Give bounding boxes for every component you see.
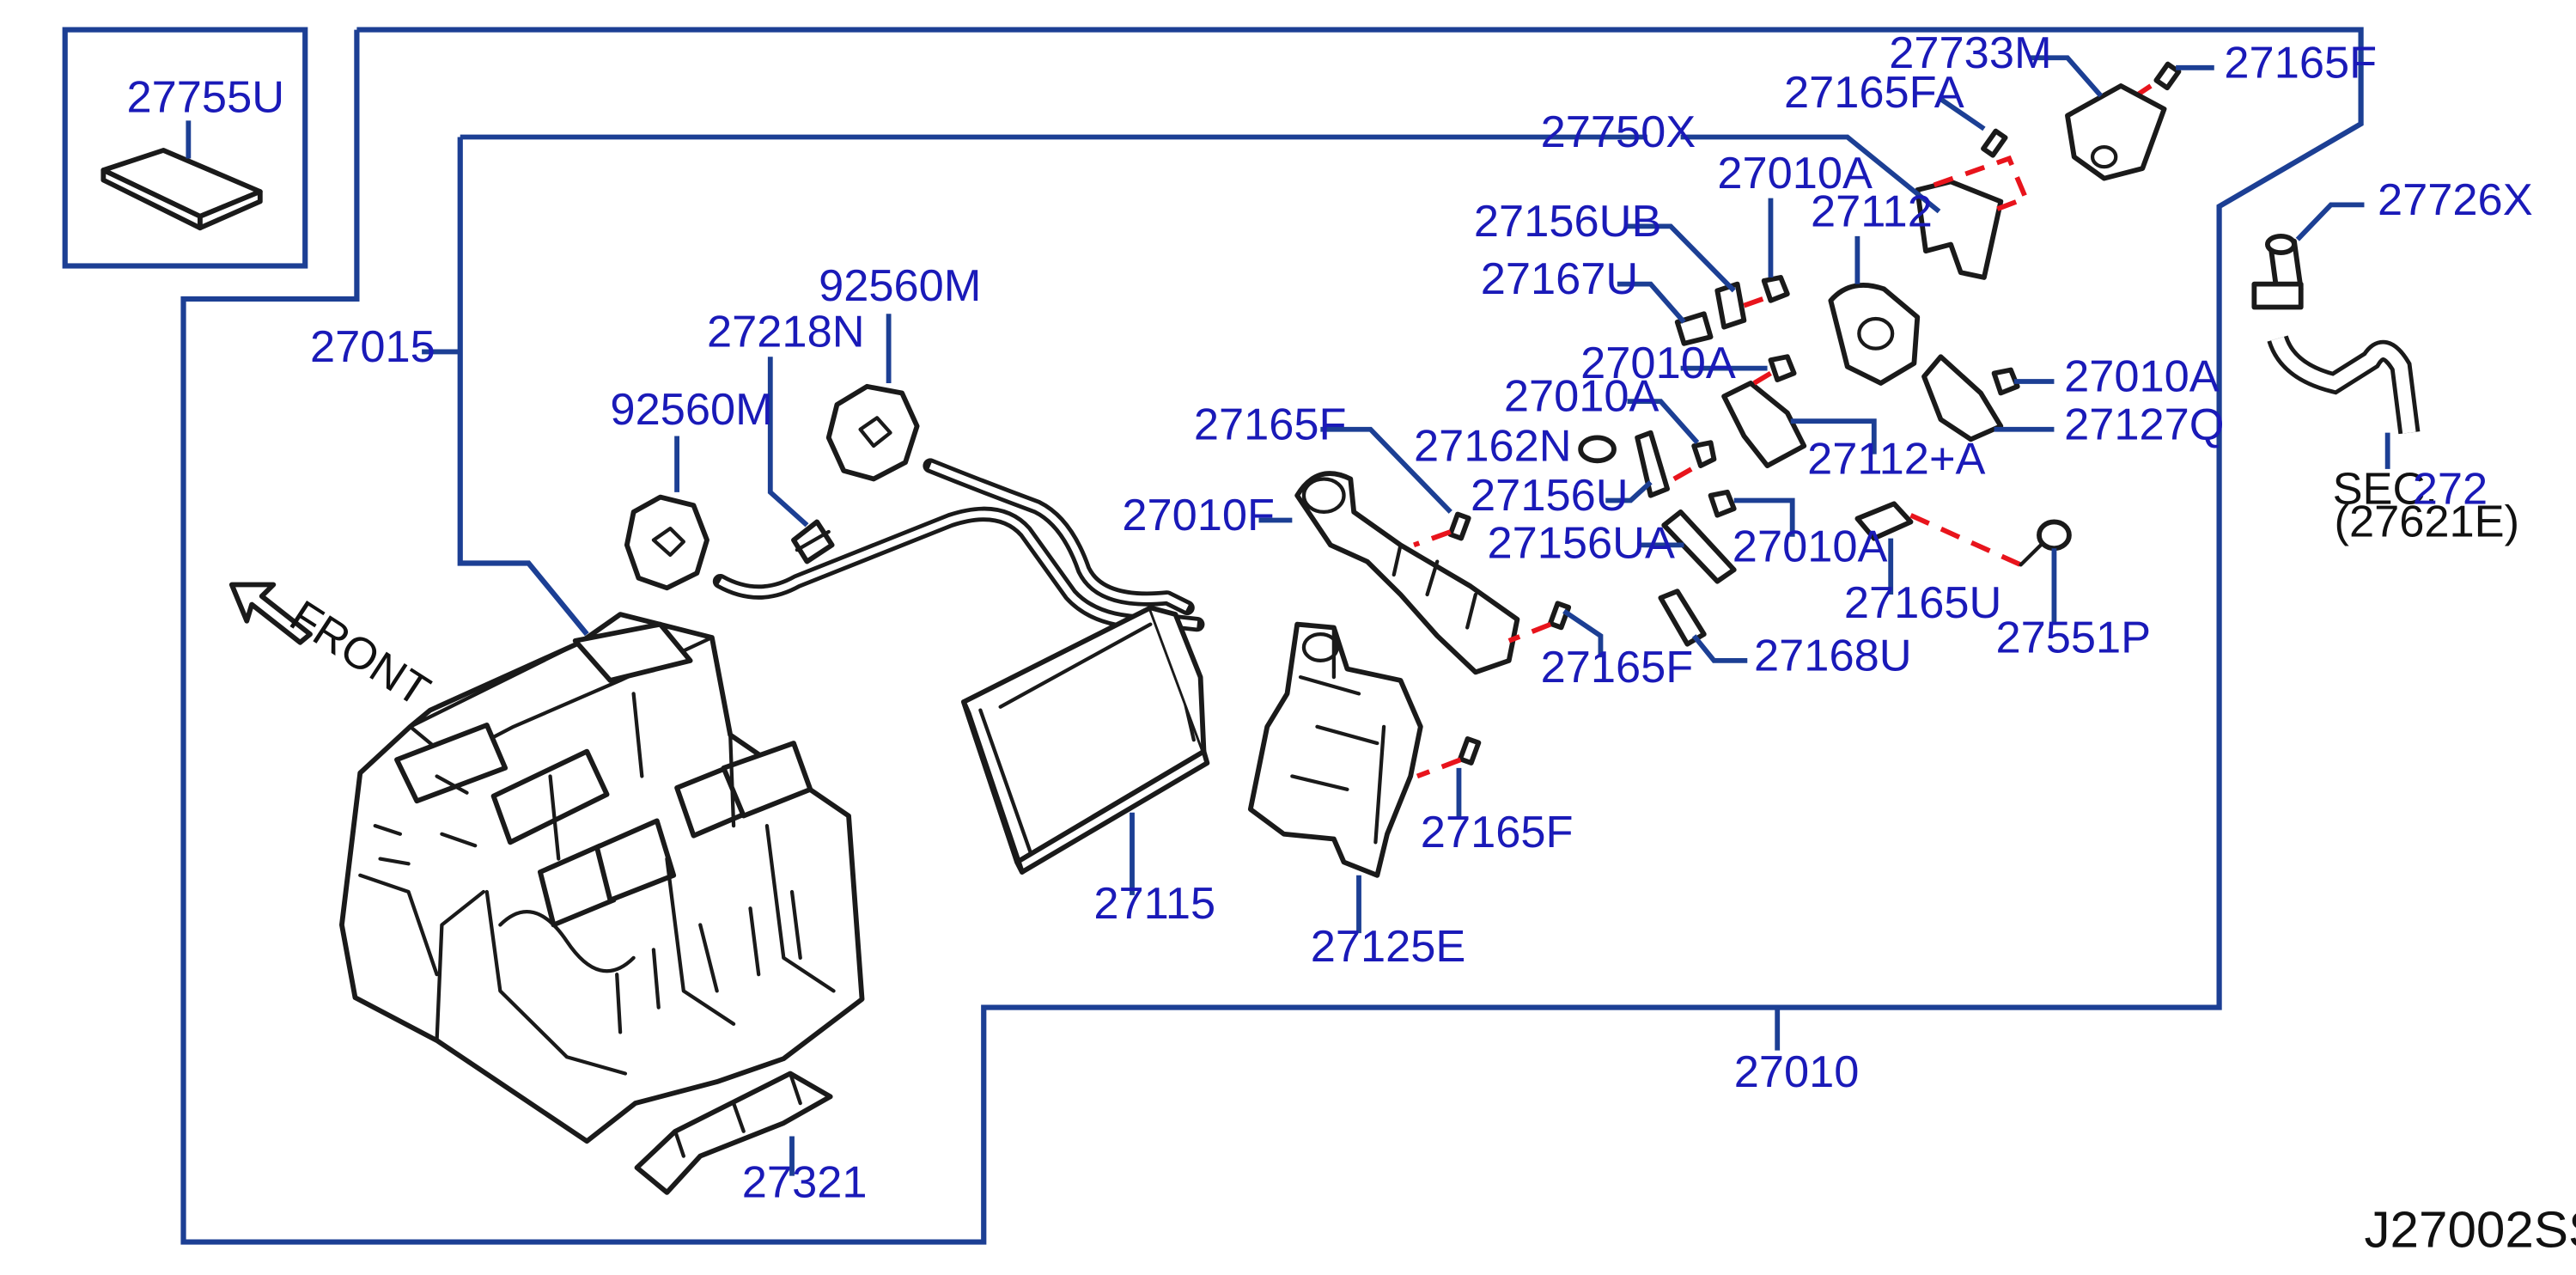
label-27321: 27321	[742, 1158, 868, 1208]
front-arrow-icon	[228, 582, 313, 645]
actuator-27551P	[2019, 519, 2072, 567]
sec-number: 272	[2413, 465, 2488, 515]
label-27127Q: 27127Q	[2064, 400, 2224, 450]
heater-unit-case-part	[339, 612, 865, 1144]
label-27165F-d: 27165F	[1421, 808, 1574, 857]
cap-92560M-left	[624, 494, 709, 591]
actuator-27733M	[2065, 83, 2167, 181]
label-27165F-c: 27165F	[1541, 643, 1694, 692]
label-92560M-b: 92560M	[610, 385, 772, 435]
cap-92560M-right	[825, 383, 920, 482]
sec-ref: (27621E)	[2335, 497, 2520, 547]
clip-27010A-lower	[1708, 489, 1737, 518]
clip-27010A-top	[1761, 275, 1790, 303]
label-27165U: 27165U	[1844, 578, 2002, 628]
case-part-27125E	[1247, 621, 1423, 878]
aspirator-hose-27726X	[2251, 234, 2421, 435]
clip-27218N	[791, 519, 835, 564]
link-27167U	[1674, 311, 1714, 346]
front-label: FRONT	[281, 591, 438, 717]
lower-duct-part	[634, 1071, 833, 1195]
air-filter-part	[100, 148, 263, 231]
actuator-27112	[1828, 283, 1921, 386]
label-27015: 27015	[310, 322, 435, 372]
label-27156UA: 27156UA	[1487, 519, 1675, 569]
clip-27010A-mid	[1768, 354, 1797, 383]
label-27162N: 27162N	[1414, 422, 1572, 472]
bracket-27750X	[1915, 179, 2004, 280]
screw-27165F-mid	[1447, 511, 1471, 541]
lever-27156U	[1635, 430, 1671, 498]
label-27010A-a: 27010A	[1717, 149, 1873, 198]
label-27010A-d: 27010A	[2064, 352, 2220, 402]
label-27733M: 27733M	[1889, 28, 2051, 78]
label-27551P: 27551P	[1995, 613, 2151, 663]
label-27755U: 27755U	[127, 73, 285, 123]
assembly-outer-frame	[180, 27, 2364, 1245]
label-27218N: 27218N	[707, 308, 865, 357]
label-27165FA: 27165FA	[1784, 68, 1964, 118]
label-27010A-e: 27010A	[1733, 522, 1888, 572]
screw-27165F-top	[2153, 61, 2182, 91]
link-27162N	[1578, 435, 1617, 464]
clip-27010A-lever	[1691, 440, 1717, 468]
label-27010A-b: 27010A	[1580, 339, 1736, 388]
label-27112A: 27112+A	[1807, 435, 1986, 485]
label-27165F-b: 27165F	[1194, 400, 1347, 450]
screw-27165F-bottom	[1458, 736, 1482, 766]
label-27010: 27010	[1734, 1047, 1860, 1097]
clip-27010A-right	[1991, 367, 2020, 396]
link-27165U	[1854, 501, 1914, 541]
duct-27010F-part	[1294, 471, 1520, 675]
label-27168U: 27168U	[1754, 631, 1912, 681]
filter-inset-frame	[62, 27, 308, 269]
lever-27127Q	[1921, 354, 2004, 442]
heater-pipes-part	[712, 458, 1205, 632]
bracket-27112A	[1721, 381, 1807, 468]
label-27112: 27112	[1811, 187, 1933, 237]
label-92560M-a: 92560M	[819, 261, 981, 311]
sec-prefix: SEC.	[2333, 465, 2438, 515]
diagram-code: J27002SS	[2364, 1201, 2576, 1259]
label-27010F: 27010F	[1122, 491, 1275, 540]
heater-core-part	[961, 605, 1210, 875]
label-27115: 27115	[1093, 879, 1215, 929]
label-27010A-c: 27010A	[1504, 372, 1659, 422]
label-27156U: 27156U	[1471, 471, 1629, 521]
screw-27165F-lower	[1547, 601, 1572, 631]
screw-27165FA	[1981, 128, 2008, 158]
label-27750X: 27750X	[1541, 107, 1696, 157]
sub-assembly-frame	[457, 137, 589, 637]
label-27156UB: 27156UB	[1474, 197, 1661, 247]
label-27167U: 27167U	[1481, 254, 1639, 304]
link-27168U	[1658, 589, 1707, 647]
lever-27156UA	[1661, 509, 1737, 584]
label-27165F-a: 27165F	[2224, 39, 2377, 88]
label-27125E: 27125E	[1311, 922, 1466, 972]
label-27726X: 27726X	[2378, 175, 2533, 225]
